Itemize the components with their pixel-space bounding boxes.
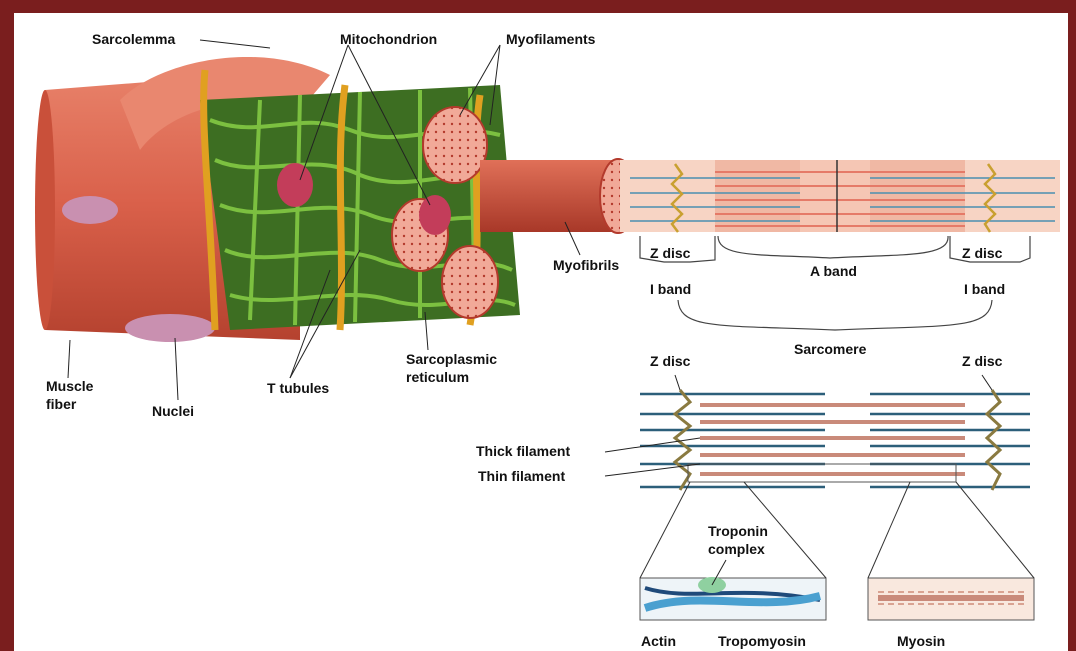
sarcoplasmic-reticulum-label-line1: Sarcoplasmic — [406, 351, 497, 367]
myosin-zoom — [868, 578, 1034, 620]
sarcoplasmic-reticulum-label-line2: reticulum — [406, 369, 469, 385]
nucleus — [125, 314, 215, 342]
actin-zoom — [640, 577, 826, 620]
t-tubules-label: T tubules — [267, 380, 329, 396]
myosin-label: Myosin — [897, 633, 945, 649]
filament-diagram — [640, 390, 1030, 490]
actin-label: Actin — [641, 633, 676, 649]
troponin-complex-label-line2: complex — [708, 541, 765, 557]
myofibril — [480, 159, 636, 233]
tropomyosin-label: Tropomyosin — [718, 633, 806, 649]
muscle-fiber-label-line2: fiber — [46, 396, 77, 412]
muscle-fiber-label-line1: Muscle — [46, 378, 94, 394]
mitochondrion — [419, 195, 451, 235]
z-disc-label-bottom-right: Z disc — [962, 353, 1003, 369]
z-disc-label-top-left: Z disc — [650, 245, 691, 261]
myofibril-cross-section — [442, 246, 498, 318]
myofibrils-label: Myofibrils — [553, 257, 619, 273]
thin-filament-label: Thin filament — [478, 468, 565, 484]
myofilaments-label: Myofilaments — [506, 31, 596, 47]
nucleus — [62, 196, 118, 224]
sarcomere-strip — [620, 160, 1060, 232]
zoom-lines — [640, 482, 1034, 578]
nuclei-label: Nuclei — [152, 403, 194, 419]
a-band-label: A band — [810, 263, 857, 279]
z-disc-label-bottom-left: Z disc — [650, 353, 691, 369]
z-disc-label-top-right: Z disc — [962, 245, 1003, 261]
troponin-complex-label-line1: Troponin — [708, 523, 768, 539]
i-band-label-left: I band — [650, 281, 691, 297]
mitochondrion-label: Mitochondrion — [340, 31, 437, 47]
i-band-label-right: I band — [964, 281, 1005, 297]
thick-filament-label: Thick filament — [476, 443, 570, 459]
myofibril-bundle — [200, 70, 520, 330]
myofibril-cross-section — [423, 107, 487, 183]
mitochondrion — [277, 163, 313, 207]
sarcolemma-label: Sarcolemma — [92, 31, 175, 47]
sarcomere-label: Sarcomere — [794, 341, 867, 357]
